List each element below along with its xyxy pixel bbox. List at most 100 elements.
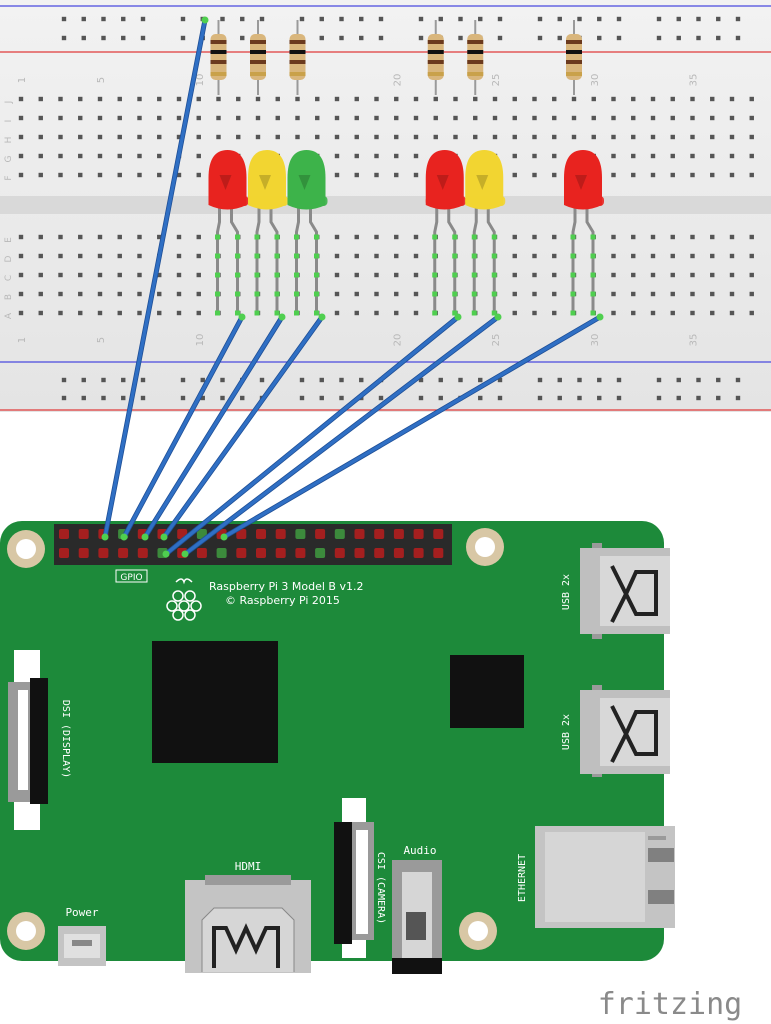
breadboard-hole (196, 310, 201, 316)
gpio-pin (98, 548, 109, 558)
breadboard-hole (374, 291, 379, 297)
breadboard-hole (473, 115, 478, 121)
breadboard-hole (690, 253, 695, 259)
wire-end (596, 313, 604, 321)
resistor (210, 20, 227, 95)
rail-hole (121, 395, 126, 401)
breadboard-hole (611, 253, 616, 259)
breadboard-hole (749, 272, 754, 278)
rail-hole (140, 377, 146, 383)
rail-hole (418, 377, 424, 383)
breadboard-hole (18, 234, 24, 240)
breadboard-hole (670, 172, 675, 178)
breadboard-hole (413, 310, 419, 316)
breadboard-hole (532, 291, 537, 297)
breadboard-hole (552, 134, 557, 140)
breadboard-hole (137, 115, 142, 121)
rail-hole (180, 35, 186, 41)
breadboard-hole (631, 253, 636, 259)
breadboard-hole (374, 234, 379, 240)
breadboard-hole (176, 134, 182, 140)
breadboard-hole (18, 272, 24, 278)
breadboard-hole (492, 115, 498, 121)
breadboard-hole (117, 234, 122, 240)
rail-hole (61, 395, 67, 401)
breadboard-hole (58, 310, 63, 316)
breadboard-hole (255, 96, 261, 102)
rail-hole (101, 35, 106, 41)
rail-hole (299, 377, 305, 383)
rail-hole (497, 377, 503, 383)
dsi-label: DSI (DISPLAY) (60, 700, 71, 778)
breadboard-hole (670, 134, 675, 140)
gpio-pin (78, 529, 89, 539)
breadboard-hole (255, 134, 261, 140)
breadboard-hole (611, 134, 616, 140)
breadboard-hole (453, 115, 458, 121)
breadboard-hole (295, 134, 300, 140)
breadboard-hole (690, 172, 695, 178)
breadboard-hole (117, 291, 122, 297)
breadboard-hole (413, 291, 419, 297)
row-label: G (4, 155, 14, 162)
rail-hole (696, 16, 701, 22)
rail-hole (61, 35, 67, 41)
jumper-wire (143, 315, 284, 539)
breadboard-hole (176, 234, 182, 240)
copyright: © Raspberry Pi 2015 (225, 594, 340, 607)
resistor (566, 20, 582, 95)
breadboard-hole (749, 310, 754, 316)
rail-hole (676, 35, 681, 41)
breadboard-hole (591, 134, 596, 140)
breadboard-hole (78, 234, 83, 240)
column-number: 1 (17, 77, 28, 83)
rail-hole (319, 377, 324, 383)
breadboard-hole (58, 253, 63, 259)
breadboard-hole (532, 272, 537, 278)
breadboard-hole (473, 134, 478, 140)
gpio-pin (137, 548, 148, 558)
breadboard-hole (650, 234, 656, 240)
breadboard-hole (749, 234, 754, 240)
row-label: H (4, 137, 14, 144)
breadboard-hole (334, 134, 340, 140)
fritzing-logo: fritzing (598, 987, 743, 1022)
breadboard-hole (512, 172, 517, 178)
breadboard-hole (650, 272, 656, 278)
breadboard-hole (78, 272, 83, 278)
breadboard-hole (433, 115, 438, 121)
led-leg-pair (215, 205, 240, 316)
breadboard-hole (58, 272, 63, 278)
rail-hole (597, 35, 602, 41)
rail-hole (438, 16, 443, 22)
csi-label: CSI (CAMERA) (375, 852, 386, 924)
gpio-pin (216, 548, 227, 558)
rail-hole (240, 16, 245, 22)
gpio-pin (196, 548, 207, 558)
breadboard-hole (433, 96, 438, 102)
rail-hole (656, 16, 662, 22)
rail-hole (200, 395, 205, 401)
breadboard-hole (78, 115, 83, 121)
breadboard-hole (670, 272, 675, 278)
breadboard-hole (157, 172, 162, 178)
breadboard-hole (137, 96, 142, 102)
breadboard-hole (532, 310, 537, 316)
rail-hole (220, 395, 225, 401)
breadboard-hole (710, 115, 715, 121)
breadboard-hole (176, 310, 182, 316)
breadboard-hole (473, 96, 478, 102)
gpio-pin (334, 548, 345, 558)
column-number: 35 (689, 74, 700, 87)
rail-hole (418, 395, 424, 401)
breadboard-hole (236, 115, 241, 121)
breadboard-hole (749, 253, 754, 259)
breadboard-hole (710, 172, 715, 178)
rail-hole (616, 395, 622, 401)
breadboard-hole (650, 134, 656, 140)
breadboard-hole (18, 310, 24, 316)
breadboard-hole (611, 96, 616, 102)
breadboard-hole (38, 153, 43, 159)
breadboard-hole (690, 272, 695, 278)
breadboard-hole (749, 134, 754, 140)
